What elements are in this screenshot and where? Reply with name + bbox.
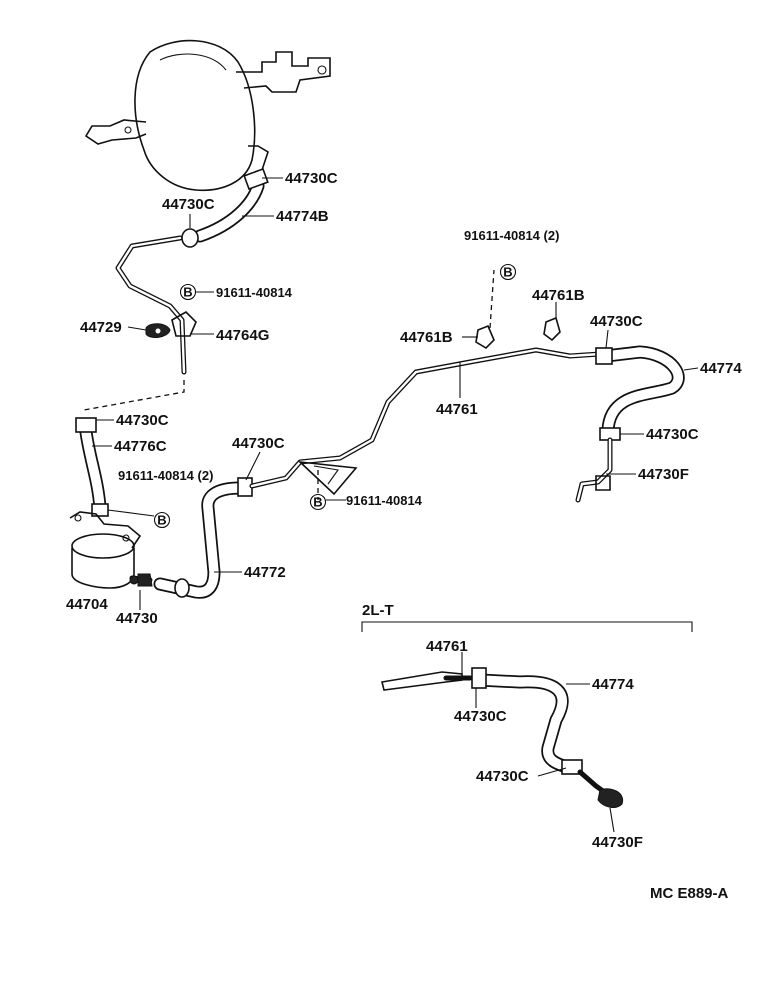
label-44761B-right: 44761B (532, 287, 585, 304)
label-91611-mid: 91611-40814 (346, 493, 423, 508)
variant-2LT-detail (361, 621, 693, 808)
label-44772: 44772 (244, 564, 286, 581)
label-alt-44730F: 44730F (592, 834, 643, 851)
leader-lines (92, 177, 699, 833)
label-44730C-booster-upper: 44730C (285, 170, 338, 187)
label-variant-2LT: 2L-T (362, 602, 394, 619)
pipe-44761 (249, 269, 603, 500)
bolt-symbol-text: B (503, 265, 512, 280)
hose-44774B-assembly (83, 167, 269, 411)
label-44730C-right-upper: 44730C (590, 313, 643, 330)
label-91611-two-left: 91611-40814 (2) (118, 468, 213, 483)
label-alt-44730C-lower: 44730C (476, 768, 529, 785)
bolt-symbol-a: B (179, 283, 197, 301)
label-44730: 44730 (116, 610, 158, 627)
brake-booster (84, 39, 331, 192)
label-alt-44761: 44761 (426, 638, 468, 655)
bolt-symbol-text: B (313, 495, 322, 510)
label-44729: 44729 (80, 319, 122, 336)
label-alt-44730C-upper: 44730C (454, 708, 507, 725)
label-44730C-booster-left: 44730C (162, 196, 215, 213)
label-44730C-mid: 44730C (232, 435, 285, 452)
bolt-symbol-c: B (309, 493, 327, 511)
label-44776C: 44776C (114, 438, 167, 455)
label-44761: 44761 (436, 401, 478, 418)
label-91611-two-top: 91611-40814 (2) (464, 228, 559, 243)
diagram-code: MC E889-A (650, 885, 729, 902)
label-alt-44774: 44774 (592, 676, 634, 693)
bolt-symbol-text: B (183, 285, 192, 300)
bolt-symbol-b: B (153, 511, 171, 529)
label-44730C-right-lower: 44730C (646, 426, 699, 443)
bolt-symbol-text: B (157, 513, 166, 528)
label-44774B: 44774B (276, 208, 329, 225)
vacuum-pump-44704 (69, 417, 153, 589)
bolt-symbol-d: B (499, 263, 517, 281)
label-44761B-left: 44761B (400, 329, 453, 346)
label-44730C-pump-upper: 44730C (116, 412, 169, 429)
hose-44772 (153, 477, 253, 599)
part-labels: 44730C 44730C 44774B 91611-40814 44729 4… (66, 170, 742, 902)
label-44730F: 44730F (638, 466, 689, 483)
label-91611-a: 91611-40814 (216, 285, 293, 300)
label-44704: 44704 (66, 596, 108, 613)
label-44764G: 44764G (216, 327, 269, 344)
label-44774-right: 44774 (700, 360, 742, 377)
